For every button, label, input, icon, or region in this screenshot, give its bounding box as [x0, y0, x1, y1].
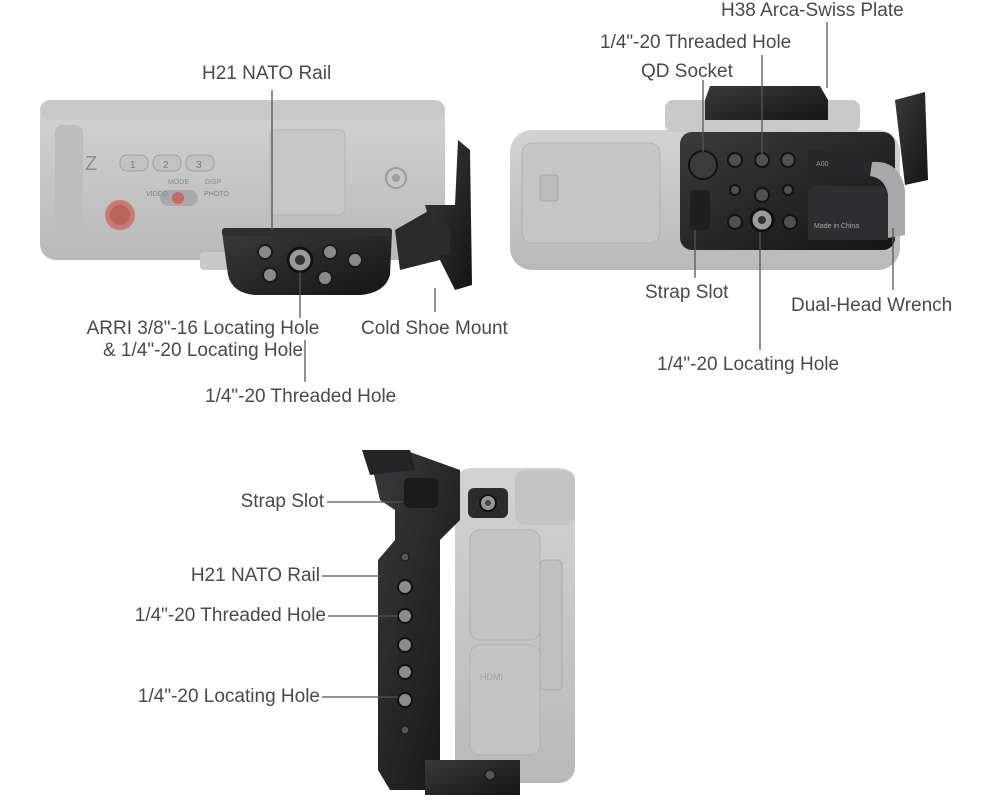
label-tl-cold-shoe: Cold Shoe Mount [361, 318, 508, 339]
label-tl-arri-locating-hole: ARRI 3/8"-16 Locating Hole & 1/4"-20 Loc… [78, 318, 328, 362]
label-tr-qd-socket: QD Socket [641, 61, 733, 82]
leaders-top-right [694, 22, 894, 350]
disp-label: DISP [205, 179, 222, 186]
label-tl-arri-line2: & 1/4"-20 Locating Hole [102, 340, 304, 361]
label-b-nato-rail: H21 NATO Rail [190, 565, 320, 586]
cage-bottom-plate [222, 228, 392, 295]
cage-side-cold-shoe [395, 140, 472, 290]
label-tr-strap-slot: Strap Slot [645, 282, 729, 303]
cage-side-frame [362, 450, 520, 795]
view-bottom: HDMI [322, 450, 575, 795]
label-tl-threaded-hole: 1/4"-20 Threaded Hole [205, 386, 397, 407]
label-tl-arri-line1: ARRI 3/8"-16 Locating Hole [86, 318, 320, 339]
label-tr-threaded-hole: 1/4"-20 Threaded Hole [600, 32, 792, 53]
arca-swiss-plate [705, 86, 828, 120]
key-2: 2 [163, 160, 169, 171]
label-b-locating-hole: 1/4"-20 Locating Hole [137, 686, 320, 707]
label-tr-locating-hole: 1/4"-20 Locating Hole [657, 354, 840, 375]
photo-label: PHOTO [204, 191, 229, 198]
video-label: VIDEO [146, 191, 168, 198]
camera-body-side: HDMI [455, 468, 575, 783]
brand-mark: Z [85, 153, 97, 175]
label-tr-arca-plate: H38 Arca-Swiss Plate [721, 0, 904, 21]
made-in-china: Made in China [814, 223, 859, 230]
plate-mark: A00 [816, 161, 829, 168]
label-tr-dual-head-wrench: Dual-Head Wrench [791, 295, 953, 316]
label-tl-nato-rail: H21 NATO Rail [202, 63, 332, 84]
camera-body-rear: Z 1 2 3 MODE DISP PHOTO VIDEO [40, 100, 445, 270]
view-top-right: A00 Made in China [510, 22, 928, 350]
leaders-bottom [322, 501, 402, 698]
leaders-top-left [271, 90, 436, 382]
label-b-strap-slot: Strap Slot [240, 491, 324, 512]
key-1: 1 [130, 160, 136, 171]
cage-base-plate: A00 Made in China [680, 92, 928, 250]
view-top-left: Z 1 2 3 MODE DISP PHOTO VIDEO [40, 90, 472, 382]
hdmi-label: HDMI [480, 672, 503, 682]
label-b-threaded-hole: 1/4"-20 Threaded Hole [134, 605, 326, 626]
mode-label: MODE [168, 179, 189, 186]
key-3: 3 [196, 160, 202, 171]
